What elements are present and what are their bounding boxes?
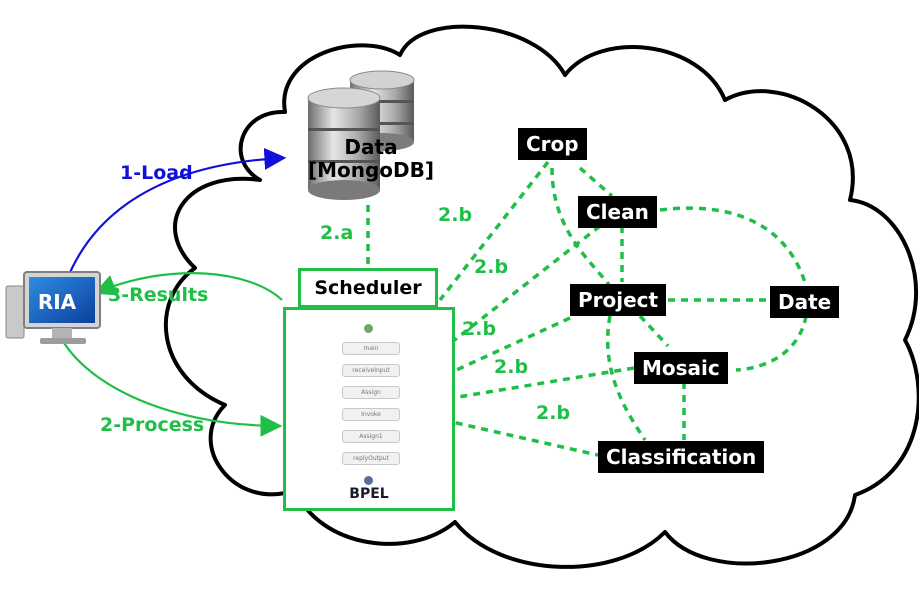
bpel-step: receiveInput xyxy=(342,364,400,377)
results-label: 3-Results xyxy=(108,284,209,306)
edge-project-mosaic xyxy=(638,314,670,348)
edge-2b-label: 2.b xyxy=(462,318,497,340)
edge-mosaic-bpel xyxy=(451,366,635,400)
database-name: Data xyxy=(344,135,398,159)
edge-clean-date xyxy=(659,206,808,287)
ria-label: RIA xyxy=(37,290,77,314)
service-date: Date xyxy=(770,286,840,318)
service-project: Project xyxy=(570,284,667,316)
bpel-step: Invoke xyxy=(342,408,400,421)
service-crop: Crop xyxy=(518,128,587,160)
edge-2b-label: 2.b xyxy=(536,402,571,424)
service-edges xyxy=(366,160,808,458)
database-label: Data [MongoDB] xyxy=(296,136,446,182)
service-clean: Clean xyxy=(578,196,657,228)
computer-icon xyxy=(5,271,101,344)
bpel-process-box: main receiveInput Assign Invoke Assign1 … xyxy=(283,307,455,511)
service-classification: Classification xyxy=(598,441,765,473)
database-icon xyxy=(307,70,415,200)
bpel-step: replyOutput xyxy=(342,452,400,465)
load-arrow xyxy=(64,147,287,283)
edge-2b-label: 2.b xyxy=(494,356,529,378)
bpel-label: BPEL xyxy=(349,486,389,502)
edge-crop-bpel xyxy=(438,160,550,302)
edge-2a-label: 2.a xyxy=(320,222,354,244)
process-label: 2-Process xyxy=(100,414,205,436)
results-arrow xyxy=(93,272,283,301)
bpel-start-dot xyxy=(364,324,373,333)
bpel-end-dot xyxy=(364,476,373,485)
bpel-step: Assign1 xyxy=(342,430,400,443)
edge-2b-label: 2.b xyxy=(474,256,509,278)
scheduler-box: Scheduler xyxy=(298,268,438,308)
bpel-step: Assign xyxy=(342,386,400,399)
bpel-step: main xyxy=(342,342,400,355)
edge-project-bpel xyxy=(451,316,571,374)
load-label: 1-Load xyxy=(120,162,193,184)
edge-project-classification xyxy=(605,315,647,441)
database-engine: [MongoDB] xyxy=(307,158,435,182)
service-mosaic: Mosaic xyxy=(634,352,728,384)
process-arrow xyxy=(57,331,283,437)
edge-crop-project xyxy=(550,167,612,288)
edge-2b-label: 2.b xyxy=(438,204,473,226)
